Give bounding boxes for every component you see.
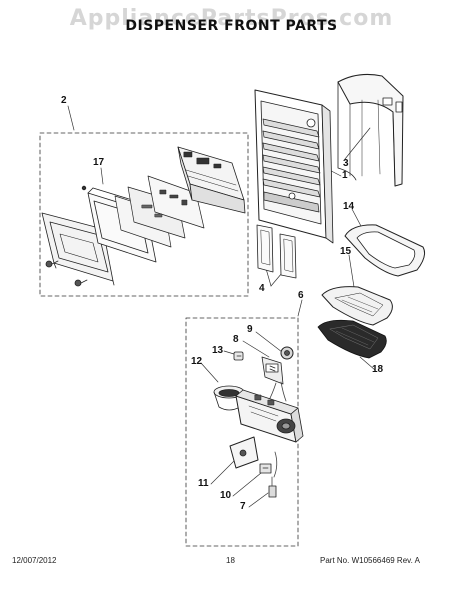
callout-9: 9: [247, 324, 253, 335]
callout-18: 18: [372, 364, 384, 375]
control-circuit-boards: [115, 176, 204, 247]
page-title: DISPENSER FRONT PARTS: [125, 18, 338, 34]
assembly-2-dashed-box: [40, 133, 248, 296]
dispenser-chute-door: [338, 74, 403, 186]
callout-1: 1: [342, 170, 348, 181]
bezel-screws: [46, 261, 87, 286]
actuator-bracket-8: [262, 357, 286, 402]
callout-13: 13: [212, 345, 224, 356]
callout-2: 2: [61, 95, 67, 106]
micro-switch-13: [234, 352, 243, 360]
dispenser-mechanism: [236, 390, 303, 442]
micro-switch-10: [260, 464, 271, 473]
dispenser-paddle-11: [230, 437, 258, 468]
callout-6: 6: [298, 290, 304, 301]
callout-11: 11: [198, 478, 209, 489]
dispenser-housing: [255, 90, 333, 243]
footer-date: 12/007/2012: [12, 556, 57, 565]
callout-17: 17: [93, 157, 105, 168]
callout-14: 14: [343, 201, 355, 212]
footer-part-no: Part No. W10566469 Rev. A: [320, 556, 420, 565]
callout-8: 8: [233, 334, 239, 345]
callout-7: 7: [240, 501, 246, 512]
callout-3: 3: [343, 158, 349, 169]
watermark-logo: AppliancePartsPros.com: [69, 6, 394, 31]
dispenser-cup: [214, 386, 244, 410]
filter-pads: [257, 225, 296, 278]
callout-10: 10: [220, 490, 232, 501]
drip-tray: [322, 287, 392, 325]
control-rear-housing: [178, 147, 245, 213]
drip-tray-grille: [318, 320, 386, 358]
callout-15: 15: [340, 246, 352, 257]
callout-12: 12: [191, 356, 203, 367]
callout-4: 4: [259, 283, 265, 294]
wire-connector-7: [269, 452, 277, 497]
dispenser-knob-9: [281, 347, 293, 359]
footer-page: 18: [226, 556, 235, 565]
drip-tray-frame: [345, 225, 425, 276]
